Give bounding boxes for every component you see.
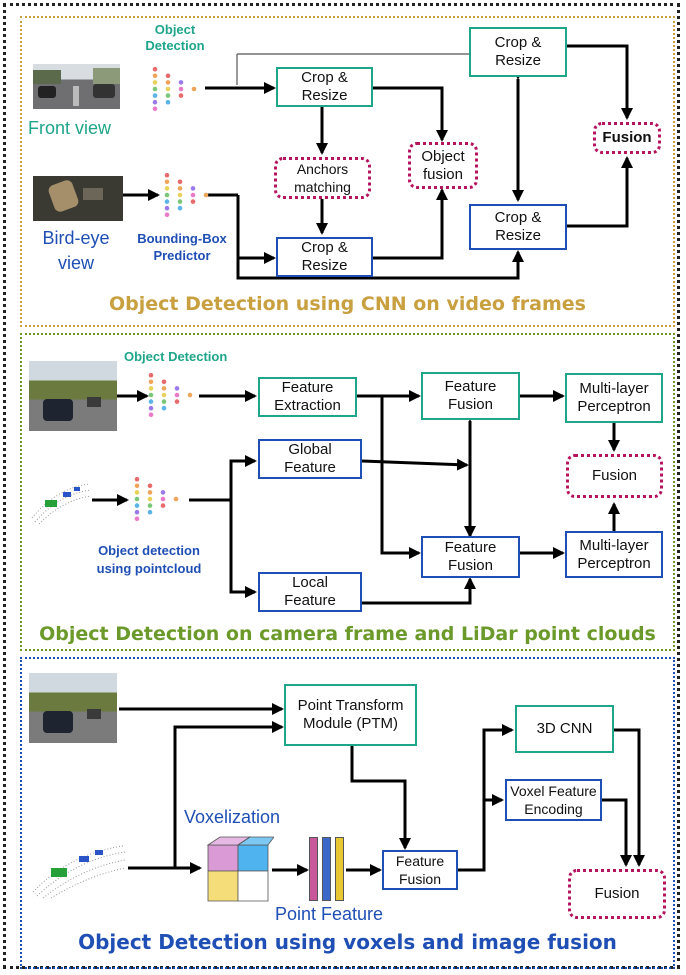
- camera-frame-image-3: [29, 673, 117, 743]
- bird-eye-view-label: Bird-eye view: [42, 228, 110, 273]
- fusion-box-3: Fusion: [568, 869, 666, 919]
- 3d-cnn-box: 3D CNN: [515, 705, 614, 753]
- front-view-image: [33, 64, 120, 109]
- object-detection-label-2: Object Detection: [124, 349, 228, 364]
- section3-title: Object Detection using voxels and image …: [78, 930, 617, 954]
- section1-title: Object Detection using CNN on video fram…: [109, 293, 586, 315]
- pointcloud-detection-label: Object detection using pointcloud: [96, 543, 202, 576]
- neural-network-icon: [150, 64, 205, 114]
- pointcloud-image-3: [29, 838, 127, 900]
- local-feature-box: Local Feature: [258, 572, 362, 612]
- feature-fusion-bottom-box: Feature Fusion: [421, 536, 520, 578]
- crop-resize-front-outer: Crop & Resize: [469, 27, 567, 77]
- panel-cnn-video: [20, 16, 675, 327]
- fusion-box-2: Fusion: [566, 454, 663, 498]
- crop-resize-front-inner: Crop & Resize: [276, 67, 373, 107]
- pointcloud-image: [27, 478, 93, 526]
- neural-network-icon: [146, 370, 201, 420]
- bounding-box-predictor-label: Bounding-Box Predictor: [137, 231, 227, 263]
- bird-eye-image: [33, 176, 123, 221]
- panel-lidar: [20, 333, 675, 651]
- front-view-label: Front view: [28, 118, 112, 138]
- voxel-feature-encoding-box: Voxel Feature Encoding: [505, 779, 602, 821]
- neural-network-icon: [132, 474, 187, 524]
- point-feature-bars-icon: [309, 837, 347, 901]
- feature-fusion-box-3: Feature Fusion: [382, 850, 458, 890]
- panel-voxel: [20, 657, 675, 969]
- point-feature-label: Point Feature: [275, 904, 384, 924]
- anchors-matching-box: Anchors matching: [274, 157, 371, 199]
- fusion-box-1: Fusion: [593, 122, 661, 154]
- ptm-box: Point Transform Module (PTM): [284, 684, 417, 746]
- global-feature-box: Global Feature: [258, 439, 362, 479]
- section2-title: Object Detection on camera frame and LiD…: [39, 623, 656, 645]
- object-fusion-box: Object fusion: [408, 142, 478, 189]
- feature-extraction-box: Feature Extraction: [258, 377, 357, 417]
- voxel-cube-icon: [202, 835, 275, 907]
- camera-frame-image: [29, 361, 117, 431]
- voxelization-label: Voxelization: [184, 807, 281, 827]
- neural-network-icon: [162, 170, 217, 220]
- crop-resize-bird-inner: Crop & Resize: [276, 237, 373, 277]
- mlp-top-box: Multi-layer Perceptron: [565, 373, 663, 423]
- object-detection-label-1: Object Detection: [145, 22, 205, 53]
- feature-fusion-top-box: Feature Fusion: [421, 372, 520, 420]
- mlp-bottom-box: Multi-layer Perceptron: [565, 531, 663, 578]
- crop-resize-bird-outer: Crop & Resize: [469, 204, 567, 250]
